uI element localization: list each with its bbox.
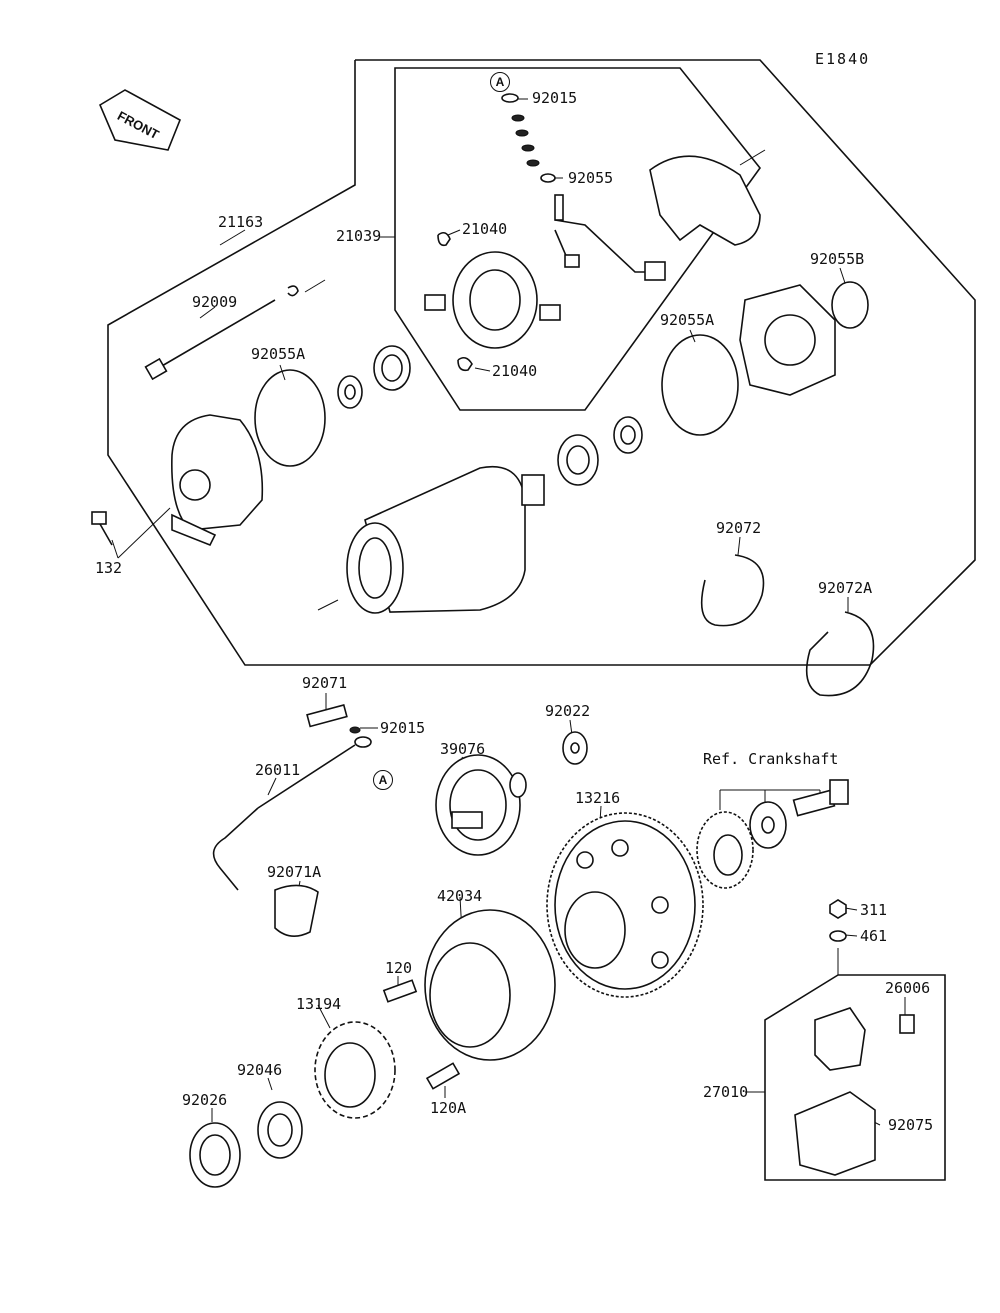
- nut-311: [829, 899, 847, 919]
- label-21163: 21163: [218, 213, 264, 231]
- label-132: 132: [95, 559, 123, 577]
- label-13194: 13194: [296, 995, 342, 1013]
- label-27010: 27010: [703, 1083, 749, 1101]
- o-ring-92055A-left: [254, 369, 326, 467]
- label-21039: 21039: [336, 227, 382, 245]
- washer-92026: [189, 1122, 241, 1188]
- front-cover: [171, 414, 264, 531]
- label-92022: 92022: [545, 702, 591, 720]
- label-ref-crankshaft: Ref. Crankshaft: [703, 750, 839, 768]
- relay-27010: [794, 1007, 915, 1176]
- label-42034: 42034: [437, 887, 483, 905]
- label-92071a: 92071A: [267, 863, 322, 881]
- gear-13216: [546, 812, 704, 998]
- label-92055: 92055: [568, 169, 614, 187]
- label-21040-lower: 21040: [492, 362, 538, 380]
- label-92015-top: 92015: [532, 89, 578, 107]
- lead-parts: [212, 704, 372, 937]
- assembly-outline-21163: [107, 59, 976, 666]
- ref-marker-a-top: A: [490, 72, 510, 92]
- label-92071: 92071: [302, 674, 348, 692]
- bolt-92009: [144, 285, 299, 381]
- washer-461: [829, 930, 847, 942]
- crankshaft-gear: [696, 779, 849, 889]
- end-cap: [649, 155, 761, 246]
- clip-92072: [700, 554, 765, 627]
- bearing-left: [373, 345, 411, 391]
- label-120a: 120A: [430, 1099, 467, 1117]
- label-92072: 92072: [716, 519, 762, 537]
- label-13216: 13216: [575, 789, 621, 807]
- label-92072a: 92072A: [818, 579, 873, 597]
- label-92026: 92026: [182, 1091, 228, 1109]
- gear-39076: [435, 754, 527, 856]
- assembly-outline-21039: [394, 67, 762, 411]
- clutch-13194: [314, 1021, 396, 1119]
- label-311: 311: [860, 901, 888, 919]
- label-21040-upper: 21040: [462, 220, 508, 238]
- label-92075: 92075: [888, 1116, 934, 1134]
- label-39076: 39076: [440, 740, 486, 758]
- o-ring-92055A-right: [661, 334, 739, 436]
- label-461: 461: [860, 927, 888, 945]
- clip-92072A: [805, 611, 875, 697]
- washer-right: [613, 416, 643, 454]
- label-26006: 26006: [885, 979, 931, 997]
- label-92055a-right: 92055A: [660, 311, 715, 329]
- washer-92022: [562, 731, 588, 765]
- label-26011: 26011: [255, 761, 301, 779]
- rear-cover: [739, 284, 836, 396]
- label-92055a-left: 92055A: [251, 345, 306, 363]
- brush-parts: [424, 93, 666, 372]
- ref-marker-a-lead: A: [373, 770, 393, 790]
- o-ring-92055B: [831, 281, 869, 329]
- armature-housing: [364, 466, 526, 613]
- bearing-92046: [257, 1101, 303, 1159]
- label-92046: 92046: [237, 1061, 283, 1079]
- label-120: 120: [385, 959, 413, 977]
- bracket-27010: [764, 974, 946, 1181]
- diagram-code: E1840: [815, 50, 871, 68]
- rotor-42034: [424, 909, 556, 1061]
- label-92015-lower: 92015: [380, 719, 426, 737]
- label-92009: 92009: [192, 293, 238, 311]
- washer-left: [337, 375, 363, 409]
- label-92055b: 92055B: [810, 250, 865, 268]
- bearing-right: [557, 434, 599, 486]
- front-arrow-icon: [98, 89, 182, 151]
